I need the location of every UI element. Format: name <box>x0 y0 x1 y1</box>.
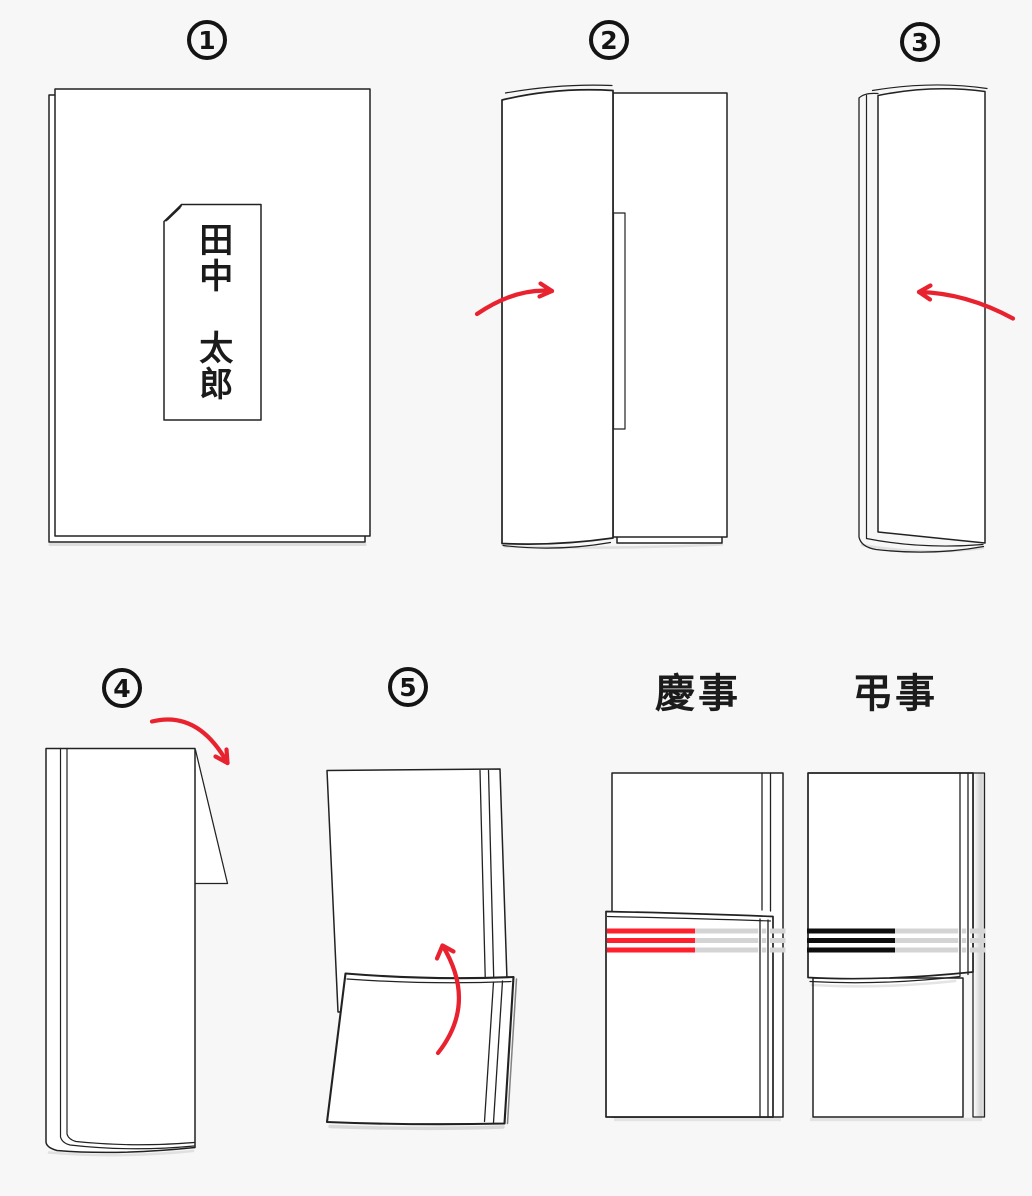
red-cord-stripes <box>607 928 695 953</box>
outer-fold-edge <box>858 97 985 553</box>
mourning-envelope <box>807 772 986 1122</box>
fold-left-arrow <box>916 289 1016 321</box>
step3-number-badge: 3 <box>900 22 940 62</box>
flap-fold-curve <box>346 978 512 984</box>
name-slip <box>163 203 262 421</box>
fold-line-outer <box>59 747 195 1150</box>
sheet-shadow <box>860 543 985 553</box>
corner-flap-triangle <box>194 749 229 885</box>
gray-cord-stripes <box>695 928 986 953</box>
flap-fold-line-2 <box>483 981 495 1123</box>
fold-right-arrow <box>474 288 555 317</box>
step1-flat-sheet <box>48 88 371 546</box>
fold-line-inner <box>66 747 195 1146</box>
line-art <box>45 84 988 1157</box>
fold-corner-arrow <box>149 717 230 766</box>
step1-number-badge: 1 <box>187 20 227 60</box>
step2-number-badge: 2 <box>589 20 629 60</box>
celebration-label: 慶事 <box>655 670 741 717</box>
step5-number-badge: 5 <box>388 667 428 707</box>
right-edge-layers <box>972 772 986 1118</box>
fold-up-arrow <box>435 943 461 1056</box>
sheet-shadow <box>47 1149 195 1157</box>
flap-shadow <box>328 1124 505 1131</box>
top-edge-peek <box>504 84 613 94</box>
bottom-fold-curve <box>865 537 984 547</box>
top-left-connector <box>858 92 879 99</box>
celebration-envelope <box>605 772 784 1122</box>
step5-bottom-fold <box>325 768 518 1131</box>
step4-number-badge: 4 <box>102 668 142 708</box>
mourning-label: 弔事 <box>852 670 938 717</box>
folded-strip-face <box>877 88 986 544</box>
envelope-lower-body <box>812 977 964 1118</box>
folded-left-flap <box>501 88 614 545</box>
top-edge-peek <box>871 84 988 92</box>
step3-second-fold <box>858 84 988 553</box>
bottom-fold-curve <box>502 541 612 549</box>
strip-fold-line-1 <box>479 769 487 1009</box>
step2-first-fold <box>501 84 728 549</box>
fold-left-arrowhead <box>916 283 933 302</box>
bottom-shadow <box>810 1117 982 1122</box>
sheet-shadow <box>503 543 724 549</box>
name-slip-sliver <box>612 212 626 430</box>
bottom-shadow <box>614 1117 781 1122</box>
downward-flap <box>807 772 974 980</box>
black-cord-stripes <box>807 928 895 953</box>
flap-fold-curve <box>606 915 772 922</box>
flap-shadow <box>810 979 957 988</box>
flap-fold-curve <box>809 975 961 984</box>
flap-outer-edge <box>506 978 518 1125</box>
step4-corner-fold <box>45 747 229 1157</box>
upward-flap <box>605 910 774 1118</box>
bottom-flap <box>325 972 515 1126</box>
strip-fold-line-2 <box>487 769 496 1010</box>
corner-fold-line <box>166 207 181 221</box>
fold-corner-arrowhead <box>213 747 230 766</box>
folded-strip <box>45 747 196 1154</box>
fold-up-arrowhead <box>434 943 456 961</box>
fold-right-arrowhead <box>537 281 555 299</box>
flap-fold-line-1 <box>492 980 504 1124</box>
direction-arrows <box>149 281 1016 1056</box>
right-panel <box>612 92 728 538</box>
recipient-name-vertical-text: 田中 太郎 <box>192 222 233 402</box>
